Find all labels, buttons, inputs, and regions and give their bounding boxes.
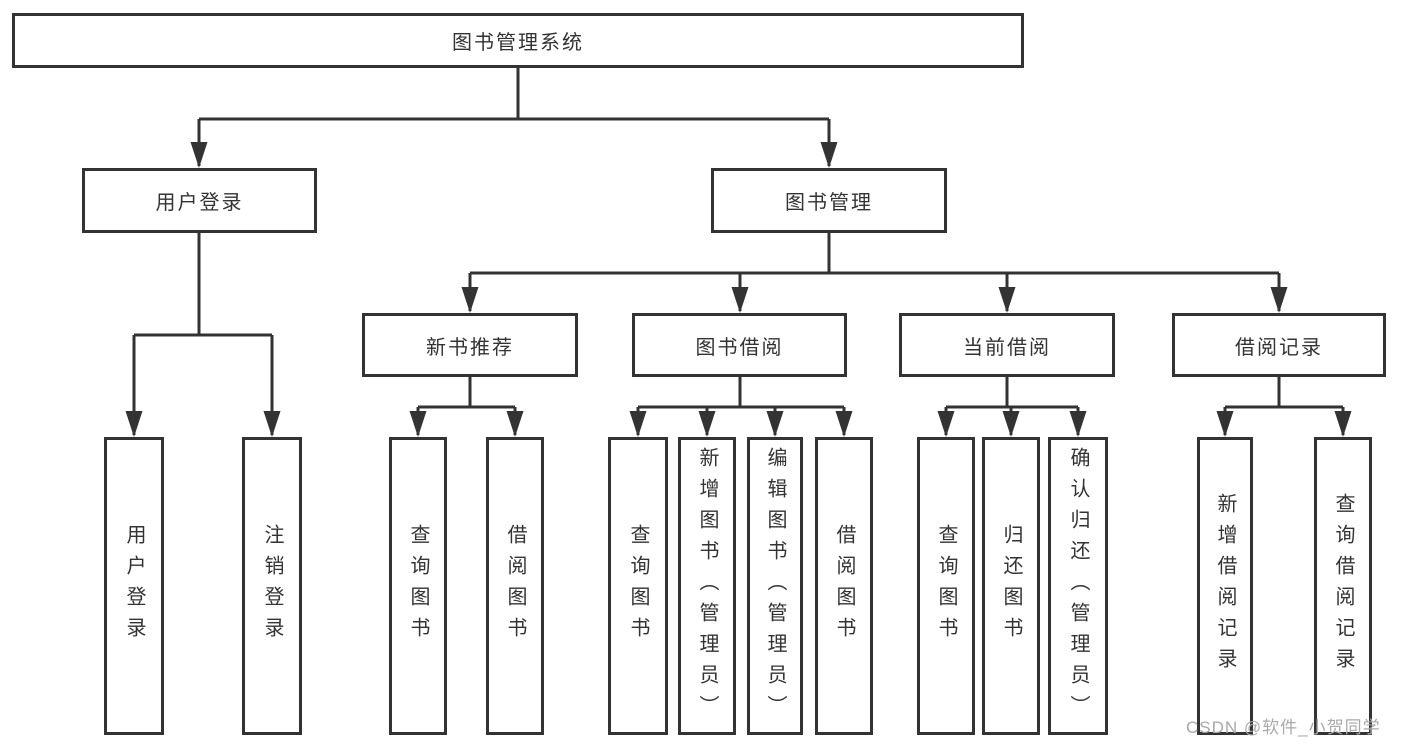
leaf-current-query-books: 查询图书 — [917, 437, 975, 735]
node-book-management: 图书管理 — [711, 168, 947, 233]
node-book-borrow-label: 图书借阅 — [695, 336, 784, 359]
leaf-return-books: 归还图书 — [982, 437, 1040, 735]
csdn-watermark: CSDN @软件_小贺同学 — [1186, 718, 1381, 737]
leaf-recommend-query-books-label: 查询图书 — [407, 524, 429, 648]
leaf-add-books-admin: 新增图书（管理员） — [678, 437, 736, 735]
node-new-book-recommend-label: 新书推荐 — [426, 336, 514, 359]
node-borrow-records-label: 借阅记录 — [1235, 336, 1323, 359]
node-book-management-label: 图书管理 — [785, 192, 873, 214]
node-user-login-label: 用户登录 — [155, 192, 244, 214]
node-book-borrow: 图书借阅 — [632, 313, 847, 377]
leaf-recommend-query-books: 查询图书 — [389, 437, 447, 735]
leaf-edit-books-admin: 编辑图书（管理员） — [747, 437, 803, 735]
connector-book-management-to-level3 — [468, 233, 1281, 311]
node-new-book-recommend: 新书推荐 — [362, 313, 578, 377]
leaf-recommend-borrow-books-label: 借阅图书 — [504, 524, 526, 648]
node-current-borrow-label: 当前借阅 — [963, 336, 1051, 359]
connector-book-borrow-to-leaves — [636, 377, 846, 435]
leaf-query-borrow-record-label: 查询借阅记录 — [1332, 493, 1354, 679]
connector-new-book-recommend-to-leaves — [416, 377, 517, 435]
node-borrow-records: 借阅记录 — [1172, 313, 1386, 377]
arrowheads — [125, 142, 1352, 437]
leaf-recommend-borrow-books: 借阅图书 — [486, 437, 544, 735]
connector-borrow-records-to-leaves — [1223, 377, 1345, 435]
leaf-borrow-books: 借阅图书 — [815, 437, 873, 735]
leaf-user-login-label: 用户登录 — [123, 524, 145, 648]
leaf-query-borrow-record: 查询借阅记录 — [1314, 437, 1372, 735]
leaf-add-books-admin-label: 新增图书（管理员） — [696, 446, 718, 726]
node-current-borrow: 当前借阅 — [899, 313, 1115, 377]
leaf-borrow-query-books: 查询图书 — [608, 437, 668, 735]
leaf-logout-label: 注销登录 — [261, 524, 283, 648]
node-user-login: 用户登录 — [82, 168, 317, 233]
leaf-confirm-return-admin-label: 确认归还（管理员） — [1067, 446, 1089, 726]
connector-user-login-to-leaves — [132, 233, 274, 435]
leaf-return-books-label: 归还图书 — [1000, 524, 1022, 648]
node-root: 图书管理系统 — [12, 13, 1024, 68]
leaf-add-borrow-record: 新增借阅记录 — [1197, 437, 1253, 735]
leaf-borrow-query-books-label: 查询图书 — [627, 524, 649, 648]
leaf-confirm-return-admin: 确认归还（管理员） — [1048, 437, 1108, 735]
leaf-current-query-books-label: 查询图书 — [935, 524, 957, 648]
leaf-logout: 注销登录 — [242, 437, 302, 735]
leaf-edit-books-admin-label: 编辑图书（管理员） — [764, 446, 786, 726]
node-root-label: 图书管理系统 — [452, 32, 584, 54]
leaf-add-borrow-record-label: 新增借阅记录 — [1214, 493, 1236, 679]
leaf-borrow-books-label: 借阅图书 — [833, 524, 855, 648]
leaf-user-login: 用户登录 — [104, 437, 164, 735]
connector-root-to-level2 — [197, 68, 831, 166]
